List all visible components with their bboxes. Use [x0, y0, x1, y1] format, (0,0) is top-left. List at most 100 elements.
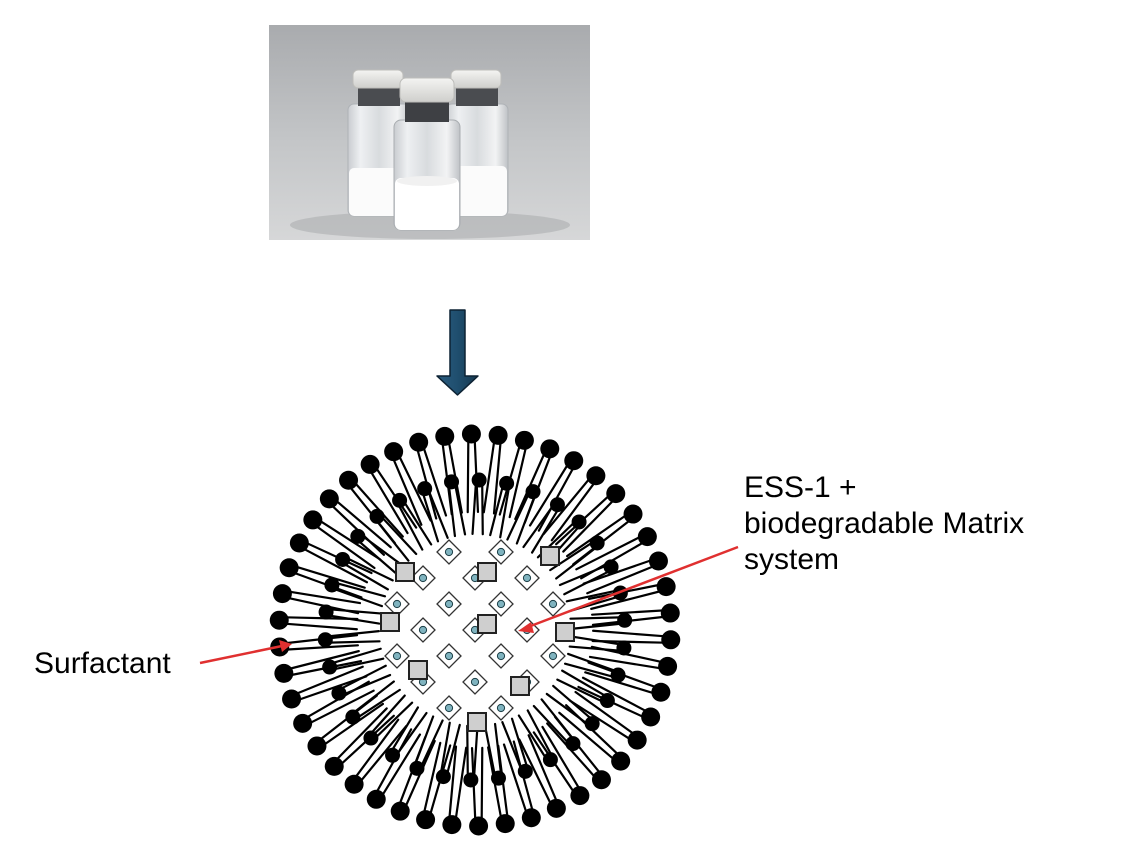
- matrix-dot: [392, 599, 402, 609]
- matrix-dot: [418, 625, 428, 635]
- matrix-dot: [418, 573, 428, 583]
- vial-front-icon: [393, 77, 461, 231]
- matrix-lattice-cell: [436, 643, 462, 669]
- matrix-dot: [444, 599, 454, 609]
- matrix-core: [380, 539, 575, 732]
- matrix-dot: [496, 703, 506, 713]
- surfactant-molecule: [345, 680, 401, 725]
- ess1-particle: [467, 712, 487, 732]
- surfactant-molecule: [282, 665, 368, 709]
- matrix-lattice-cell: [384, 643, 410, 669]
- surfactant-molecule: [363, 694, 414, 746]
- surfactant-molecule: [463, 724, 479, 788]
- ess1-particle: [477, 562, 497, 582]
- matrix-dot: [496, 547, 506, 557]
- surfactant-molecule: [517, 709, 558, 768]
- surfactant-molecule: [272, 584, 362, 615]
- surfactant-molecule: [483, 722, 506, 786]
- surfactant-label: Surfactant: [34, 647, 171, 680]
- matrix-dot: [496, 651, 506, 661]
- surfactant-molecule: [331, 664, 392, 701]
- surfactant-molecule: [556, 669, 615, 709]
- matrix-lattice-cell: [514, 617, 540, 643]
- matrix-lattice-cell: [488, 591, 514, 617]
- surfactant-molecule: [385, 706, 428, 763]
- matrix-dot: [392, 651, 402, 661]
- matrix-dot: [522, 573, 532, 583]
- surfactant-molecule: [532, 698, 581, 752]
- surfactant-molecule: [392, 492, 433, 551]
- matrix-dot: [496, 599, 506, 609]
- surfactant-molecule: [335, 551, 394, 591]
- matrix-label-line-1: ESS-1 +: [744, 471, 857, 504]
- surfactant-molecule: [409, 715, 444, 776]
- surfactant-molecule: [489, 475, 515, 539]
- surfactant-molecule: [417, 481, 449, 543]
- matrix-lattice-cell: [514, 565, 540, 591]
- matrix-dot: [444, 703, 454, 713]
- surfactant-molecule: [568, 690, 647, 750]
- surfactant-layer: [269, 424, 681, 836]
- surfactant-molecule: [317, 630, 381, 648]
- surfactant-molecule: [588, 645, 678, 676]
- surfactant-molecule: [498, 430, 534, 519]
- surfactant-molecule: [269, 610, 359, 631]
- surfactant-molecule: [471, 472, 487, 536]
- surfactant-molecule: [532, 725, 590, 806]
- ess1-particle: [380, 612, 400, 632]
- matrix-label: ESS-1 + biodegradable Matrix system: [744, 470, 1024, 578]
- matrix-dot: [548, 599, 558, 609]
- surfactant-molecule: [542, 466, 606, 542]
- surfactant-molecule: [444, 474, 467, 538]
- surfactant-molecule: [318, 604, 382, 625]
- matrix-lattice-cell: [410, 617, 436, 643]
- matrix-lattice-cell: [488, 643, 514, 669]
- surfactant-molecule: [274, 650, 363, 683]
- surfactant-molecule: [558, 559, 619, 596]
- matrix-lattice-cell: [540, 643, 566, 669]
- surfactant-molecule: [591, 629, 681, 650]
- matrix-dot: [548, 651, 558, 661]
- surfactant-molecule: [322, 647, 385, 675]
- surfactant-molecule: [545, 684, 600, 732]
- surfactant-molecule: [324, 577, 387, 608]
- surfactant-molecule: [442, 745, 468, 835]
- ess1-particle: [540, 546, 560, 566]
- surfactant-molecule: [518, 734, 566, 818]
- surfactant-molecule: [563, 652, 626, 683]
- matrix-dot: [470, 677, 480, 687]
- surfactant-molecule: [582, 551, 668, 595]
- surfactant-molecule: [350, 528, 405, 576]
- matrix-label-line-2: biodegradable Matrix: [744, 507, 1025, 540]
- matrix-lattice-cell: [488, 695, 514, 721]
- matrix-lattice-cell: [436, 591, 462, 617]
- matrix-dot: [444, 547, 454, 557]
- matrix-lattice-cell: [488, 539, 514, 565]
- matrix-dot: [444, 651, 454, 661]
- surfactant-molecule: [416, 741, 452, 830]
- surfactant-molecule: [384, 442, 432, 526]
- surfactant-molecule: [303, 510, 382, 570]
- surfactant-molecule: [461, 424, 481, 514]
- surfactant-molecule: [369, 508, 418, 562]
- micelle-structure-icon: [269, 424, 681, 836]
- surfactant-molecule: [501, 717, 533, 779]
- matrix-lattice-cell: [462, 669, 488, 695]
- matrix-lattice-cell: [436, 695, 462, 721]
- ess1-particle: [408, 660, 428, 680]
- surfactant-molecule: [469, 746, 489, 836]
- matrix-lattice-cell: [436, 539, 462, 565]
- surfactant-molecule: [568, 635, 632, 656]
- surfactant-molecule: [435, 721, 461, 785]
- matrix-lattice-cell: [540, 591, 566, 617]
- ess1-particle: [510, 676, 530, 696]
- matrix-pointer-icon: [518, 545, 739, 633]
- vial-right-icon: [445, 69, 509, 217]
- surfactant-pointer-icon: [199, 640, 292, 665]
- matrix-label-line-3: system: [744, 543, 840, 576]
- surfactant-molecule: [506, 484, 541, 545]
- ess1-particle: [555, 622, 575, 642]
- vials-photo-icon: [269, 25, 590, 240]
- surfactant-molecule: [344, 718, 408, 794]
